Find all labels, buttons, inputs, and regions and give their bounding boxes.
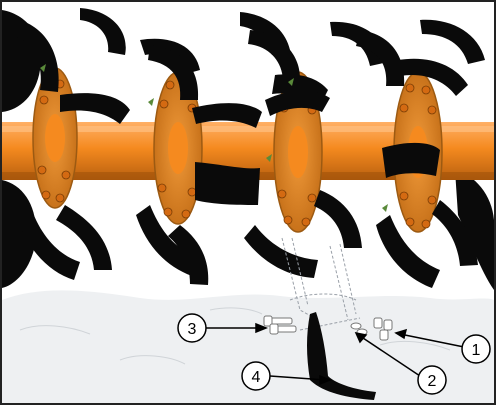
callout-4: 4 xyxy=(242,362,270,390)
callout-3-label: 3 xyxy=(188,321,197,338)
callout-1: 1 xyxy=(462,335,490,363)
callout-1-label: 1 xyxy=(472,342,481,359)
callout-2: 2 xyxy=(418,366,446,394)
callout-2-label: 2 xyxy=(428,373,437,390)
callout-3: 3 xyxy=(178,314,206,342)
callout-4-label: 4 xyxy=(252,369,261,386)
